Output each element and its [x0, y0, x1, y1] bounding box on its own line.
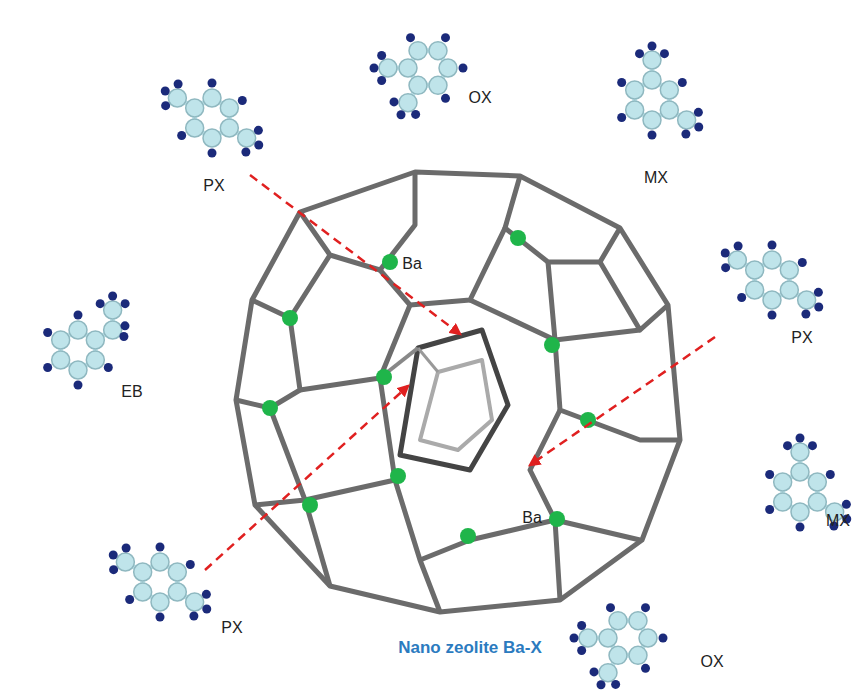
- molecules: [43, 33, 851, 689]
- molecule-icon: [109, 543, 212, 622]
- barium-cations: [262, 230, 596, 544]
- molecule-label: OX: [468, 89, 491, 107]
- figure-label: Nano zeolite Ba-X: [398, 639, 542, 658]
- molecule-icon: [570, 603, 668, 689]
- molecule-icon: [617, 42, 703, 140]
- molecule-label: OX: [700, 653, 723, 671]
- molecule-icon: [43, 292, 129, 390]
- molecule-label: Ba: [402, 255, 422, 273]
- molecule-label: PX: [791, 329, 812, 347]
- zeolite-framework: [236, 172, 680, 612]
- molecule-icon: [161, 79, 264, 158]
- molecule-label: MX: [644, 169, 668, 187]
- molecule-label: PX: [203, 177, 224, 195]
- molecule-label: Ba: [522, 509, 542, 527]
- diffusion-arrows: [205, 175, 715, 570]
- molecule-label: PX: [221, 619, 242, 637]
- molecule-icon: [765, 434, 851, 532]
- molecule-label: MX: [826, 512, 850, 530]
- molecule-icon: [370, 33, 468, 119]
- molecule-label: EB: [121, 383, 142, 401]
- molecule-icon: [721, 241, 824, 320]
